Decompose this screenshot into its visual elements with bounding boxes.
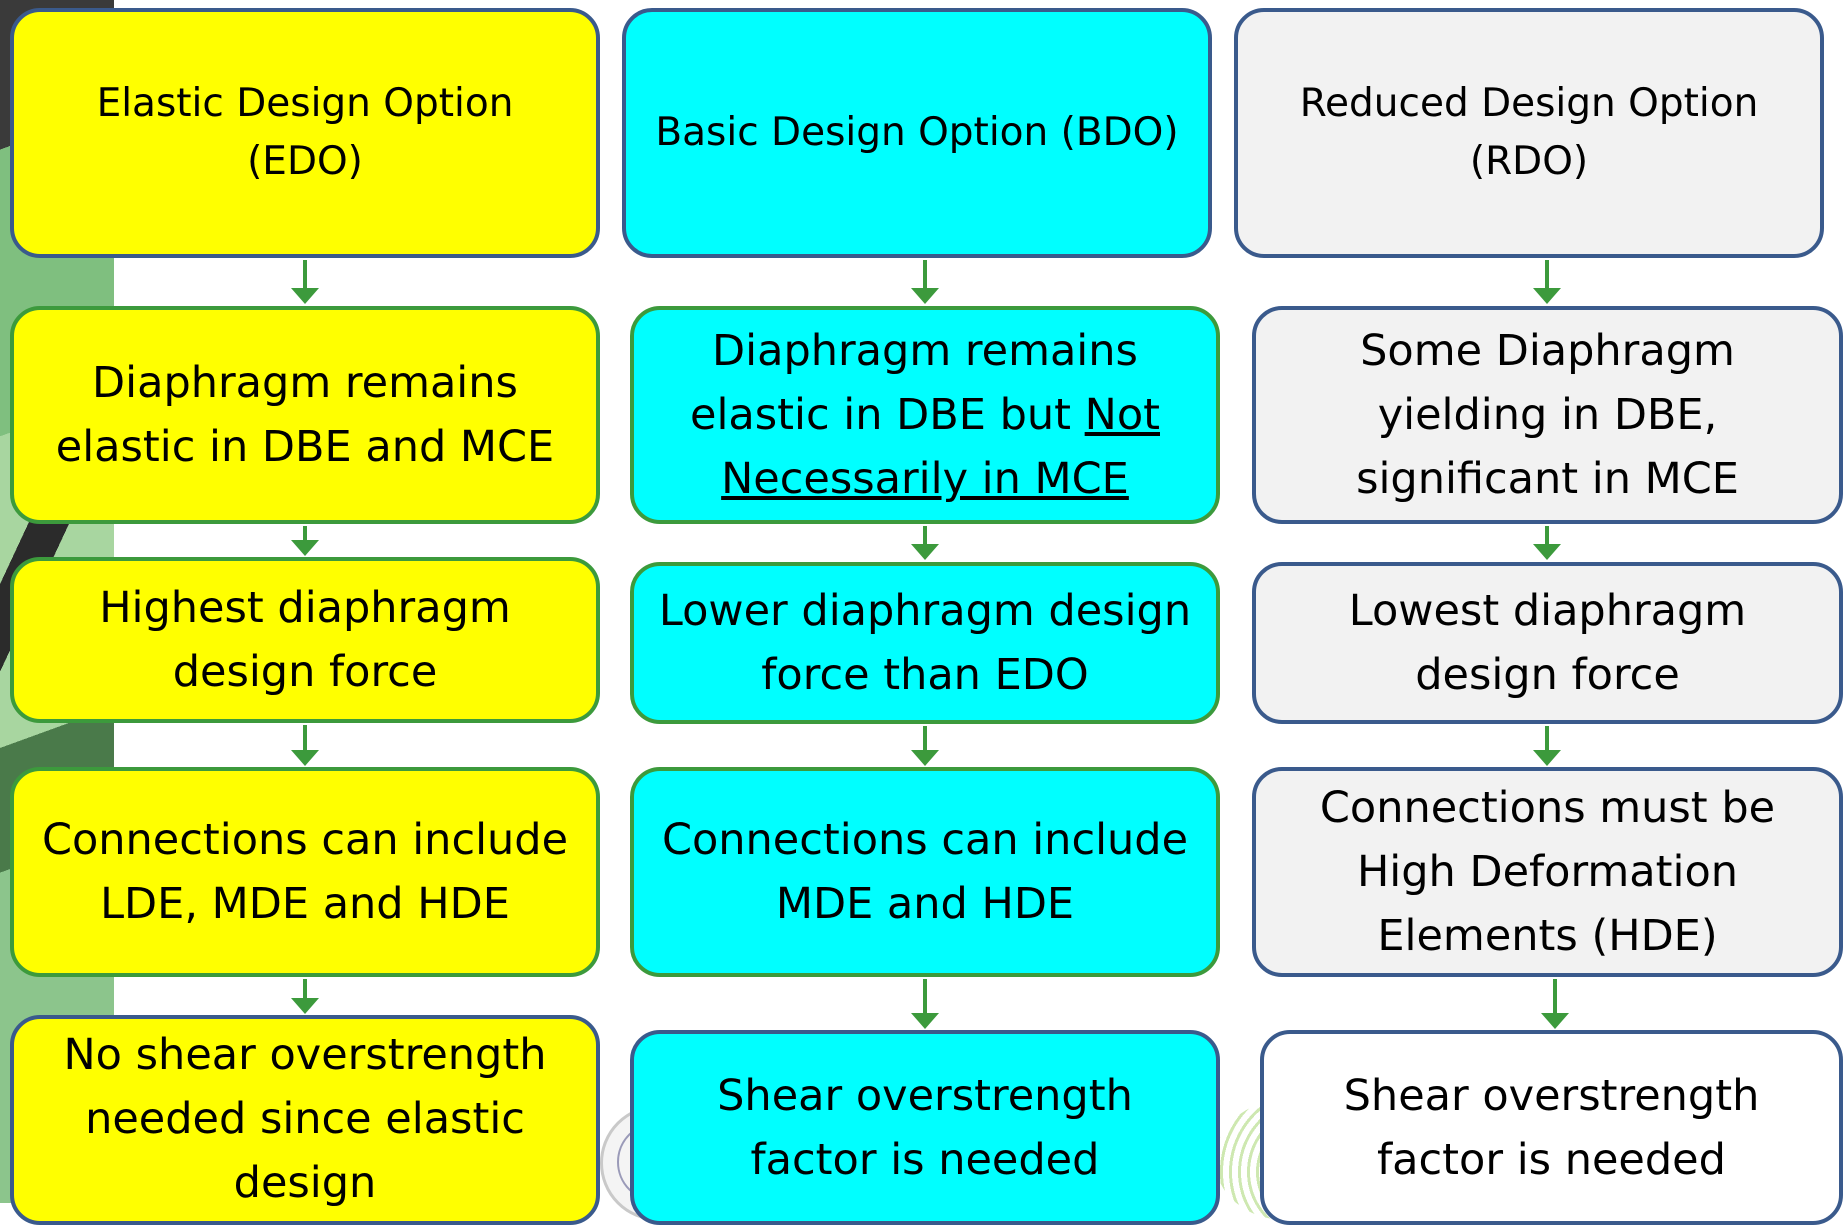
down-arrow-icon (910, 979, 940, 1029)
edo-header-box: Elastic Design Option (EDO) (10, 8, 600, 258)
down-arrow-icon (290, 526, 320, 556)
down-arrow-icon (910, 260, 940, 304)
rdo-header-box: Reduced Design Option (RDO) (1234, 8, 1824, 258)
down-arrow-icon (910, 726, 940, 766)
down-arrow-icon (1532, 260, 1562, 304)
bdo-behavior-underlined-text: Not Necessarily in MCE (721, 390, 1160, 504)
bdo-behavior-text: Diaphragm remains elastic in DBE but (689, 326, 1138, 440)
down-arrow-icon (1532, 526, 1562, 560)
edo-force-box: Highest diaphragm design force (10, 557, 600, 723)
down-arrow-icon (1532, 726, 1562, 766)
bdo-header-box: Basic Design Option (BDO) (622, 8, 1212, 258)
bdo-overstrength-box: Shear overstrength factor is needed (630, 1030, 1220, 1225)
edo-overstrength-box: No shear overstrength needed since elast… (10, 1015, 600, 1225)
down-arrow-icon (290, 979, 320, 1014)
edo-connections-box: Connections can include LDE, MDE and HDE (10, 767, 600, 977)
down-arrow-icon (910, 526, 940, 560)
rdo-force-box: Lowest diaphragm design force (1252, 562, 1843, 724)
bdo-behavior-box: Diaphragm remains elastic in DBE but Not… (630, 306, 1220, 524)
rdo-behavior-box: Some Diaphragm yielding in DBE, signific… (1252, 306, 1843, 524)
rdo-connections-box: Connections must be High Deformation Ele… (1252, 767, 1843, 977)
down-arrow-icon (290, 260, 320, 304)
down-arrow-icon (1540, 979, 1570, 1029)
rdo-overstrength-box: Shear overstrength factor is needed (1260, 1030, 1843, 1225)
bdo-force-box: Lower diaphragm design force than EDO (630, 562, 1220, 724)
bdo-connections-box: Connections can include MDE and HDE (630, 767, 1220, 977)
down-arrow-icon (290, 725, 320, 766)
edo-behavior-box: Diaphragm remains elastic in DBE and MCE (10, 306, 600, 524)
